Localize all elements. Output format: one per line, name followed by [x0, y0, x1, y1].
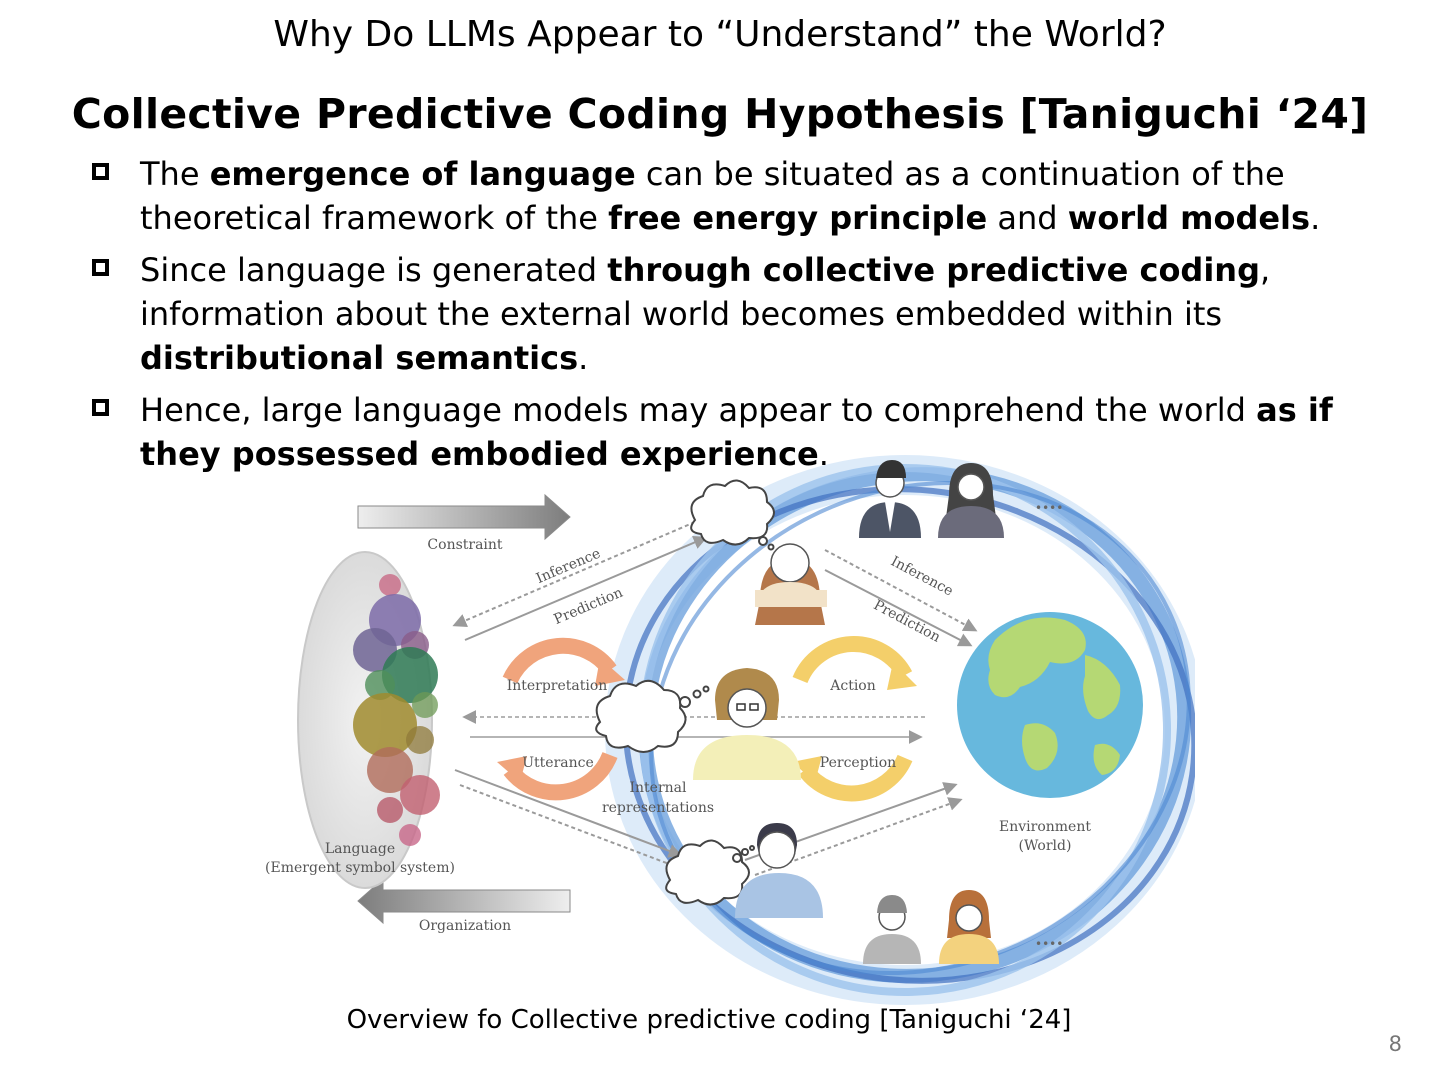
bullet-phrase: can be situated as a continuation of the… [140, 155, 1285, 237]
thought-bubble-center [595, 679, 710, 753]
internal-representations-label: Internal [630, 780, 688, 796]
language-sublabel: (Emergent symbol system) [265, 860, 455, 876]
bullet-item: Since language is generated through coll… [90, 248, 1370, 380]
organization-arrow [357, 877, 571, 925]
constraint-arrow [357, 493, 571, 541]
person-man-center-icon [693, 668, 801, 780]
interpretation-label: Interpretation [507, 678, 608, 694]
square-bullet-icon [92, 259, 109, 276]
bullet-text: Since language is generated through coll… [140, 251, 1270, 377]
utterance-label: Utterance [522, 755, 594, 771]
interpretation-arrowhead [595, 658, 625, 686]
perception-label: Perception [820, 755, 896, 771]
square-bullet-icon [92, 163, 109, 180]
bullet-bold-phrase: as if they possessed embodied experience [140, 391, 1333, 473]
bullet-bold-phrase: through collective predictive coding [607, 251, 1260, 289]
globe-icon [957, 612, 1143, 798]
action-perception-cycle [792, 636, 913, 802]
bullet-phrase: . [818, 435, 829, 473]
bullet-text: Hence, large language models may appear … [140, 391, 1333, 473]
prediction-right-label: Prediction [871, 597, 943, 646]
bullet-phrase: Hence, large language models may appear … [140, 391, 1257, 429]
cpc-diagram-svg: Constraint Organization Language (Emerge… [265, 455, 1195, 1005]
bullet-phrase: . [1310, 199, 1321, 237]
middle-horizontal-arrows [462, 710, 925, 744]
internal-representations-sublabel: representations [602, 800, 714, 816]
bullet-phrase: The [140, 155, 210, 193]
cpc-diagram: Constraint Organization Language (Emerge… [265, 440, 1195, 1005]
bullet-phrase: . [578, 339, 589, 377]
figure-caption: Overview fo Collective predictive coding… [346, 1005, 1072, 1035]
bullet-phrase: Since language is generated [140, 251, 608, 289]
perception-arrowhead [792, 756, 822, 782]
action-arrowhead [887, 662, 917, 690]
language-label: Language [325, 841, 395, 857]
bullet-bold-phrase: emergence of language [209, 155, 636, 193]
bullet-item: The emergence of language can be situate… [90, 152, 1370, 240]
bullet-text: The emergence of language can be situate… [140, 155, 1320, 237]
inference-left-label: Inference [534, 546, 603, 587]
upper-right-arrows [824, 549, 978, 647]
bullet-bold-phrase: distributional semantics [140, 339, 579, 377]
bullet-bold-phrase: world models [1067, 199, 1311, 237]
utterance-arrowhead [497, 756, 527, 782]
person-woman-top-icon [755, 543, 827, 625]
language-symbol-cluster [297, 551, 440, 889]
bullet-item: Hence, large language models may appear … [90, 388, 1370, 476]
page-number: 8 [1388, 1032, 1402, 1056]
inference-right-label: Inference [888, 553, 956, 599]
thought-bubble-bottom [665, 839, 755, 906]
ellipsis-top: •••• [1035, 501, 1063, 515]
action-label: Action [829, 678, 876, 694]
person-woman-bottom1-icon [863, 895, 921, 964]
person-businessman-icon [859, 460, 921, 538]
bullet-phrase: , information about the external world b… [140, 251, 1271, 333]
person-woman-topright-icon [938, 463, 1004, 538]
bullet-bold-phrase: free energy principle [608, 199, 988, 237]
person-man-bottom-icon [735, 823, 823, 918]
ellipsis-bottom: •••• [1035, 937, 1063, 951]
slide-heading: Collective Predictive Coding Hypothesis … [71, 90, 1369, 138]
person-woman-bottom2-icon [939, 890, 999, 964]
organization-label: Organization [419, 918, 511, 934]
interpretation-utterance-cycle [502, 637, 618, 801]
square-bullet-icon [92, 399, 109, 416]
environment-label: Environment [999, 819, 1091, 835]
thought-bubble-top [690, 479, 775, 551]
slide-title: Why Do LLMs Appear to “Understand” the W… [273, 14, 1167, 55]
prediction-left-label: Prediction [552, 585, 626, 628]
bullet-phrase: and [987, 199, 1068, 237]
environment-sublabel: (World) [1019, 838, 1072, 854]
constraint-label: Constraint [427, 537, 503, 553]
upper-left-arrows [452, 521, 708, 641]
bullet-list: The emergence of language can be situate… [90, 152, 1370, 484]
